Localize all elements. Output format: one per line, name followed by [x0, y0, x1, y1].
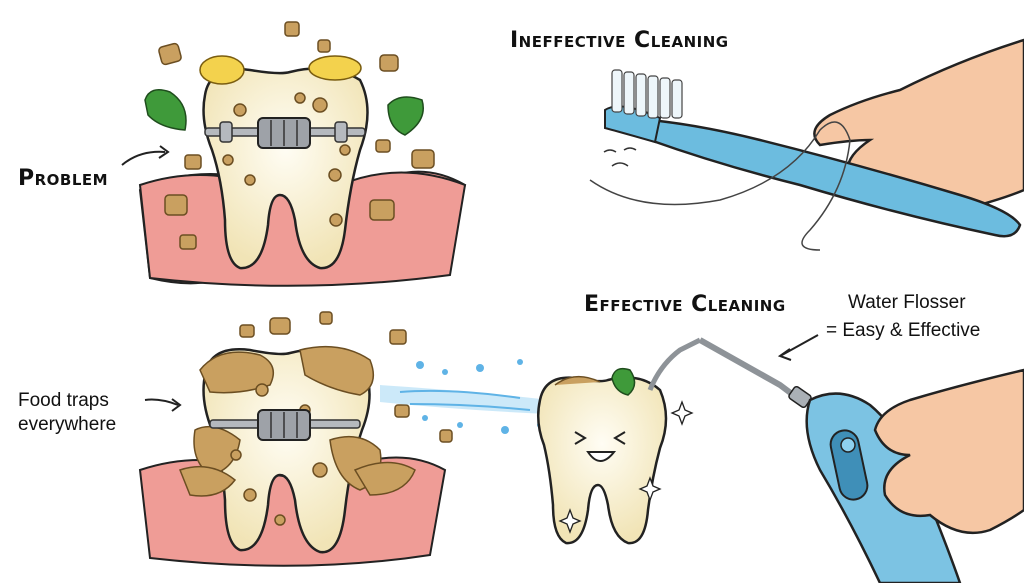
- bristles: [611, 69, 683, 119]
- toothbrush-scene: [589, 38, 1024, 251]
- effective-cleaning-label: Effective Cleaning: [584, 292, 786, 317]
- ineffective-cleaning-label: Ineffective Cleaning: [510, 28, 729, 53]
- arrow-icon: [144, 398, 179, 406]
- tooth-bottom: [202, 348, 371, 554]
- arrow-icon: [121, 150, 166, 166]
- leaf: [144, 89, 187, 131]
- water-jet: [380, 359, 550, 434]
- food-traps-label: Food traps: [18, 390, 109, 411]
- sparkle-icon: [558, 400, 694, 534]
- hand-bottom: [873, 368, 1024, 535]
- floss-string: [589, 121, 851, 251]
- leaf: [387, 96, 424, 136]
- tooth-top: [202, 67, 369, 270]
- food-trap-scene: [138, 311, 453, 567]
- corn-piece: [199, 55, 245, 85]
- leaf: [611, 367, 636, 396]
- problem-label: Problem: [18, 166, 109, 191]
- happy-tooth: [536, 367, 694, 545]
- food-debris-top: [158, 21, 435, 250]
- food-debris-bottom: [179, 311, 453, 526]
- problem-tooth-scene: [138, 21, 467, 287]
- everywhere-label: everywhere: [18, 414, 117, 435]
- corn-piece: [308, 55, 362, 81]
- toothbrush-handle: [648, 118, 1022, 238]
- water-flosser-label: Water Flosser: [848, 292, 966, 313]
- sad-face: [603, 147, 637, 167]
- easy-effective-label: = Easy & Effective: [826, 320, 981, 341]
- water-flosser: [647, 337, 1024, 583]
